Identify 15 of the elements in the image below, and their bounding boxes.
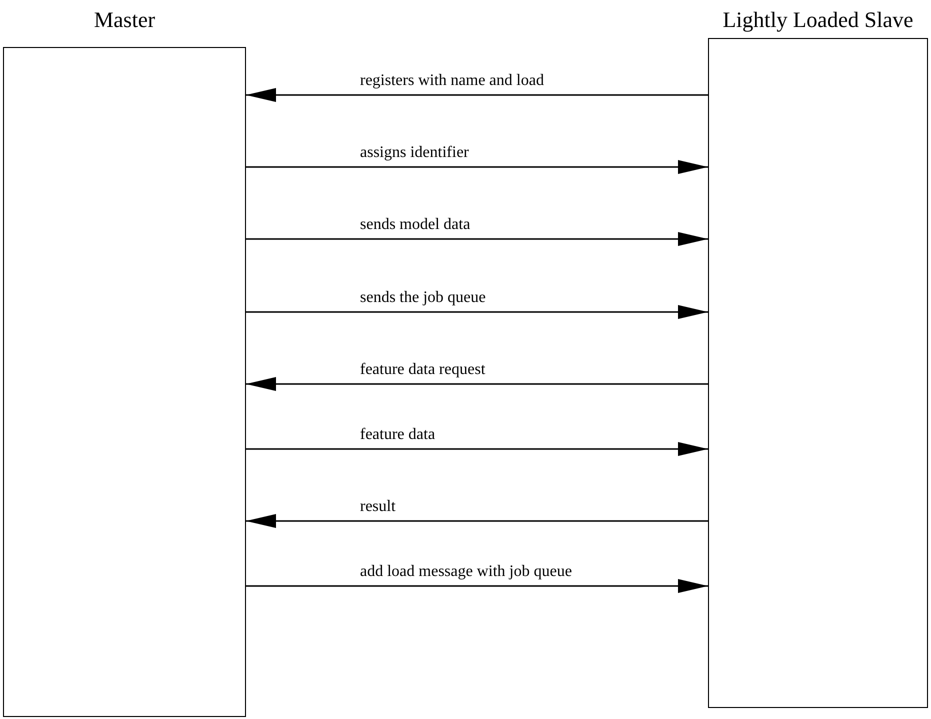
- edge-label: feature data request: [358, 361, 488, 379]
- edge-label: add load message with job queue: [358, 563, 574, 581]
- message-arrow: [246, 377, 708, 391]
- message-arrow: [246, 442, 708, 456]
- message-arrow: [246, 232, 708, 246]
- message-arrow: [246, 579, 708, 593]
- message-arrow: [246, 88, 708, 102]
- participant-name: Master: [92, 8, 156, 32]
- edge-label: assigns identifier: [358, 144, 471, 162]
- message-arrow: [246, 514, 708, 528]
- message-arrow: [246, 305, 708, 319]
- participant-name: Lightly Loaded Slave: [722, 8, 914, 32]
- edge-label: registers with name and load: [358, 72, 546, 90]
- edge-label: sends the job queue: [358, 289, 488, 307]
- message-arrow: [246, 160, 708, 174]
